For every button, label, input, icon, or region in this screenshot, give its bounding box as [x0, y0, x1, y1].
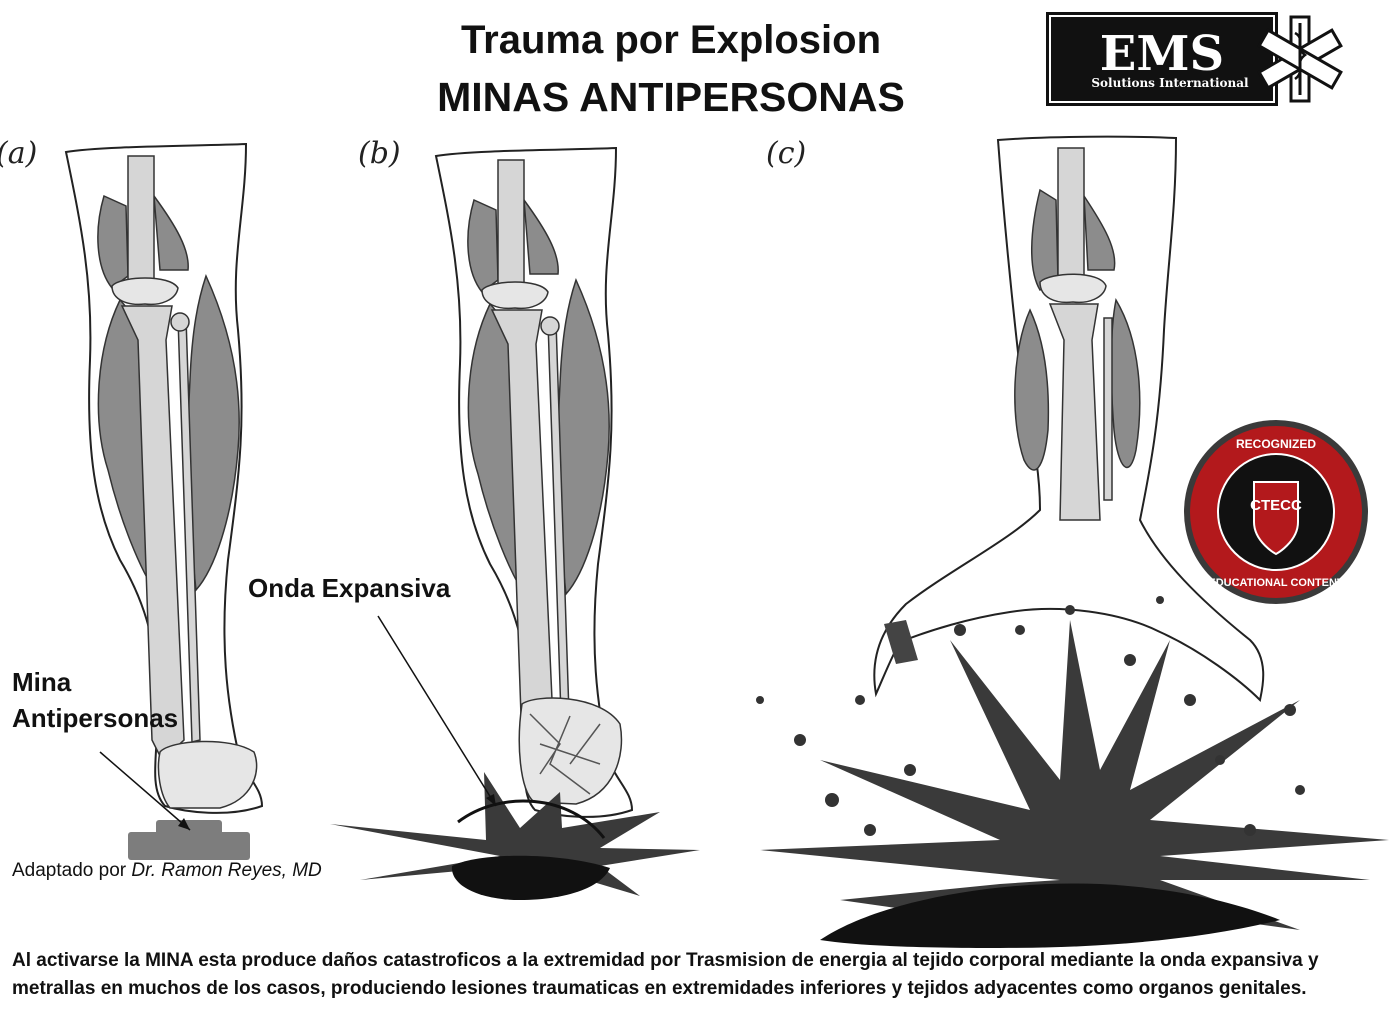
landmine [128, 820, 250, 860]
blast-callout-line [377, 615, 497, 807]
mine-callout-line [99, 751, 191, 831]
mine-callout: Mina Antipersonas [12, 664, 178, 736]
shrapnel-explosion [756, 596, 1389, 948]
leg-blast-wave [435, 147, 633, 818]
panel-label-a: (a) [0, 136, 38, 171]
caption: Al activarse la MINA esta produce daños … [12, 950, 1319, 999]
credit-author: Dr. Ramon Reyes, MD [131, 860, 322, 881]
badge-center-text: CTECC [1250, 497, 1302, 514]
mine-callout-line2: Antipersonas [12, 703, 179, 733]
credit-prefix: Adaptado por [12, 860, 132, 881]
page-subtitle: MINAS ANTIPERSONAS [437, 74, 905, 120]
ems-logo: EMS Solutions International [1046, 12, 1346, 106]
ctecc-badge: CTECC RECOGNIZED EDUCATIONAL CONTENT [1184, 420, 1368, 604]
leg-intact [65, 143, 263, 814]
star-of-life-icon [1257, 15, 1343, 103]
badge-top-text: RECOGNIZED [1236, 437, 1316, 451]
blast-wave [330, 772, 700, 900]
ems-logo-subtext: Solutions International [1091, 76, 1249, 90]
ems-logo-text: EMS [1100, 26, 1224, 82]
panel-label-c: (c) [766, 136, 807, 171]
ems-logo-graphic: EMS Solutions International [1046, 12, 1343, 106]
page-title: Trauma por Explosion [460, 18, 882, 62]
blast-wave-callout: Onda Expansiva [248, 573, 451, 603]
badge-bottom-text: EDUCATIONAL CONTENT [1208, 577, 1344, 589]
credit-line: Adaptado por Dr. Ramon Reyes, MD [12, 860, 322, 882]
panel-label-b: (b) [358, 136, 401, 171]
mine-callout-line1: Mina [12, 667, 72, 697]
leg-amputated [873, 135, 1265, 703]
